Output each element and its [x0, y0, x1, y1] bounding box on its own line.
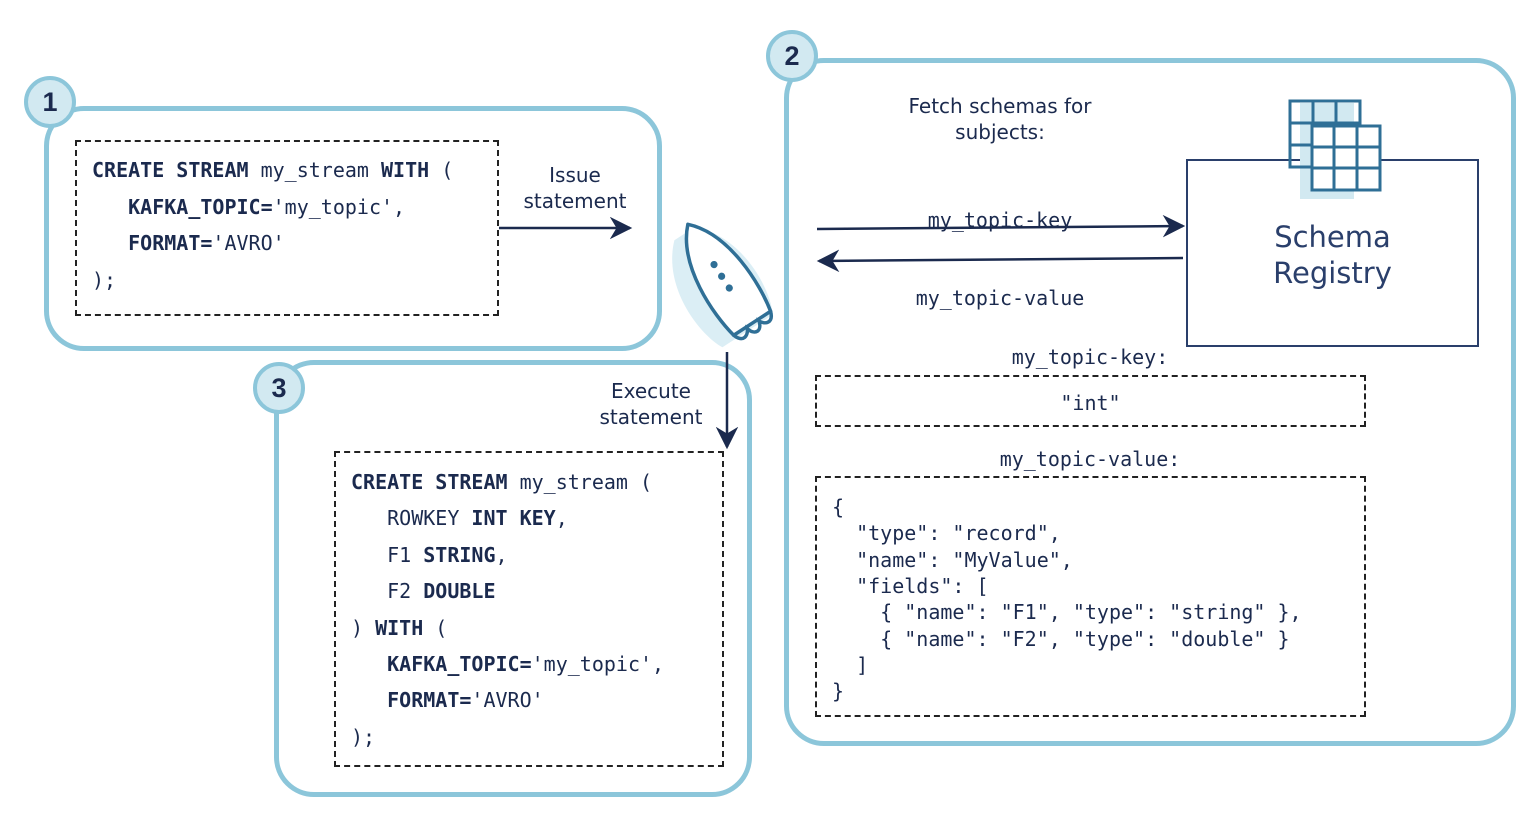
fetch-label-line2: subjects: — [955, 120, 1045, 144]
code-keyword: INT KEY — [471, 506, 556, 531]
code-line: ) WITH ( — [351, 616, 447, 640]
code-line: ); — [92, 268, 116, 292]
code-text: ); — [351, 724, 376, 749]
code-text: ( — [429, 158, 454, 182]
fetch-label-line1: Fetch schemas for — [908, 94, 1092, 118]
code-keyword: KAFKA_TOPIC= — [351, 652, 532, 676]
fetch-request-arrow — [816, 214, 1186, 238]
registry-title-line2: Registry — [1273, 256, 1392, 290]
registry-title-line1: Schema — [1274, 220, 1391, 254]
schema-registry-title: Schema Registry — [1188, 219, 1477, 291]
code-line: KAFKA_TOPIC='my_topic', — [92, 195, 405, 219]
value-schema-box: { "type": "record", "name": "MyValue", "… — [815, 476, 1366, 717]
code-keyword: WITH — [381, 158, 430, 182]
code-text: 'AVRO' — [212, 231, 285, 255]
code-line: KAFKA_TOPIC='my_topic', — [351, 652, 664, 676]
schema-line: { "name": "F2", "type": "double" } — [832, 626, 1290, 651]
key-schema-box: "int" — [815, 375, 1366, 427]
code-keyword: CREATE STREAM — [92, 158, 249, 182]
code-text: 'my_topic', — [531, 652, 665, 676]
step3-code-block: CREATE STREAM my_stream ( ROWKEY INT KEY… — [334, 451, 724, 767]
code-line: ROWKEY INT KEY, — [351, 506, 568, 530]
code-keyword: KAFKA_TOPIC= — [92, 194, 273, 219]
rocket-icon — [672, 222, 773, 348]
key-schema-heading: my_topic-key: — [1011, 345, 1169, 369]
code-line: FORMAT='AVRO' — [92, 231, 285, 255]
execute-statement-label: Execute statement — [586, 378, 716, 430]
step1-code-block: CREATE STREAM my_stream WITH ( KAFKA_TOP… — [75, 140, 499, 316]
execute-label-line2: statement — [599, 405, 703, 429]
schema-line: "name": "MyValue", — [832, 547, 1073, 572]
code-text: ROWKEY — [351, 506, 472, 531]
code-text: ) — [351, 615, 376, 640]
code-text: ); — [92, 267, 117, 292]
fetch-schemas-label: Fetch schemas for subjects: — [880, 93, 1120, 145]
code-text: , — [495, 542, 508, 567]
code-text: , — [555, 506, 568, 531]
value-schema-heading: my_topic-value: — [999, 447, 1181, 471]
execute-label-line1: Execute — [611, 379, 691, 403]
code-text: 'AVRO' — [471, 688, 544, 713]
schema-line: } — [832, 679, 845, 704]
code-line: ); — [351, 725, 375, 749]
code-text: my_stream — [248, 158, 381, 182]
code-keyword: WITH — [375, 615, 424, 640]
code-text: 'my_topic', — [272, 194, 406, 219]
code-text: my_stream ( — [507, 470, 653, 494]
issue-label-line2: statement — [523, 189, 627, 213]
subject-value: my_topic-value — [915, 286, 1085, 310]
step1-badge: 1 — [24, 76, 76, 128]
schema-line: "type": "record", — [832, 521, 1061, 546]
fetch-response-arrow — [816, 249, 1184, 273]
code-keyword: FORMAT= — [351, 688, 472, 713]
schema-line: { "name": "F1", "type": "string" }, — [832, 600, 1302, 625]
code-keyword: STRING — [423, 542, 496, 567]
code-line: CREATE STREAM my_stream WITH ( — [92, 158, 453, 182]
code-text: F2 — [351, 579, 424, 604]
step3-badge: 3 — [253, 362, 305, 414]
schema-line: ] — [832, 652, 869, 677]
code-keyword: FORMAT= — [92, 231, 213, 255]
code-line: FORMAT='AVRO' — [351, 688, 544, 712]
code-text: F1 — [351, 542, 424, 567]
code-line: F2 DOUBLE — [351, 579, 496, 604]
schema-line: "fields": [ — [832, 573, 989, 598]
code-text: ( — [423, 615, 448, 640]
table-grid-icon — [1288, 99, 1382, 199]
code-line: F1 STRING, — [351, 542, 508, 567]
code-keyword: DOUBLE — [423, 579, 496, 604]
issue-label-line1: Issue — [549, 163, 601, 187]
code-keyword: CREATE STREAM — [351, 470, 508, 494]
schema-line: { — [832, 495, 845, 519]
code-line: CREATE STREAM my_stream ( — [351, 470, 652, 494]
issue-statement-label: Issue statement — [510, 162, 640, 214]
step2-badge: 2 — [766, 30, 818, 82]
key-schema-text: "int" — [1060, 391, 1121, 415]
